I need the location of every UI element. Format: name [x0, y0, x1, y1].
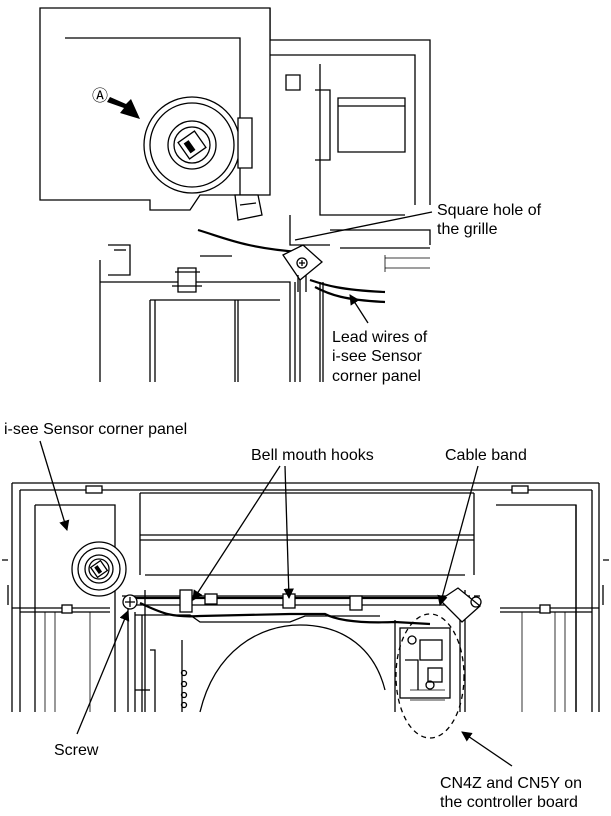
bell-hook-leader-1 — [192, 465, 281, 601]
controller-label-1: CN4Z and CN5Y on — [440, 775, 582, 792]
cable-band-leader — [437, 465, 479, 607]
square-hole-label-2: the grille — [437, 221, 498, 238]
square-hole-label-1: Square hole of — [437, 202, 542, 219]
lead-wires-label-1: Lead wires of — [332, 329, 428, 346]
marker-a: Ⓐ — [92, 87, 108, 105]
lead-wires-label-2: i-see Sensor — [332, 348, 422, 365]
bell-mouth-area — [122, 587, 482, 739]
top-figure: Ⓐ Square hole of the grille Lead wires o… — [39, 7, 542, 385]
lead-wires-leader — [349, 294, 369, 324]
cable-band-label: Cable band — [445, 447, 527, 464]
sensor-corner-panel-top — [39, 7, 271, 221]
corner-panel-label: i-see Sensor corner panel — [4, 421, 187, 438]
lead-wires-label-3: corner panel — [332, 368, 421, 385]
screw-leader — [76, 610, 130, 735]
bottom-figure: i-see Sensor corner panel Bell mouth hoo… — [2, 421, 609, 811]
corner-panel-leader — [39, 440, 70, 531]
sensor-arrow — [107, 97, 140, 119]
grille-outer-frame — [2, 482, 609, 712]
bell-mouth-hooks-label: Bell mouth hooks — [251, 447, 374, 464]
sensor-corner-panel-bottom — [71, 541, 127, 597]
controller-leader — [461, 731, 513, 767]
bell-hook-leader-2 — [283, 465, 294, 600]
grille-frame — [99, 8, 431, 382]
screw-label: Screw — [54, 742, 99, 759]
controller-label-2: the controller board — [440, 794, 578, 811]
square-hole-leader — [294, 211, 433, 241]
square-hole-area — [197, 228, 386, 304]
